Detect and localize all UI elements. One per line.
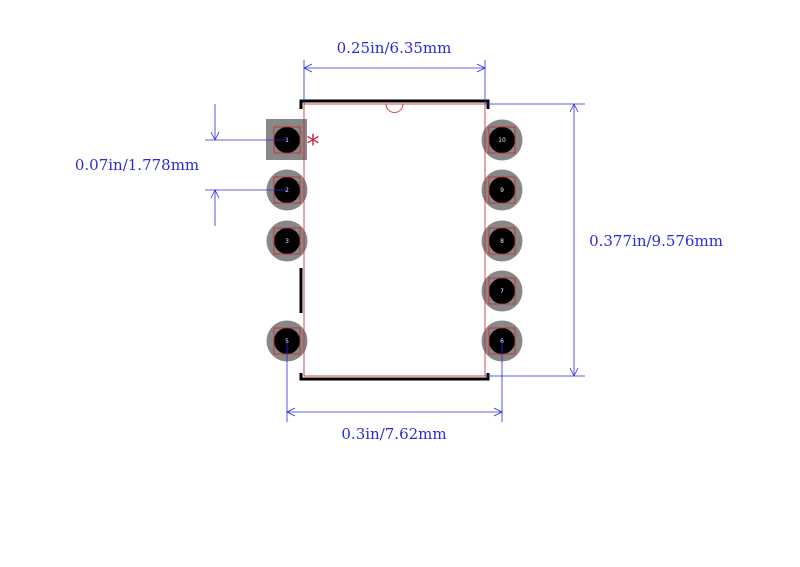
body-outline <box>303 103 486 377</box>
body-width-dimension <box>303 60 486 104</box>
pin1-notch <box>385 103 404 113</box>
pad-7-label: 7 <box>500 288 504 295</box>
pad-2-label: 2 <box>285 187 289 194</box>
pad-7: 7 <box>481 270 523 312</box>
silkscreen-outline <box>299 99 490 381</box>
pad-8-label: 8 <box>500 238 504 245</box>
pad-9: 9 <box>481 169 523 211</box>
pitch-dimension <box>205 104 287 226</box>
pad-10: 10 <box>481 119 523 161</box>
row-spacing-dimension <box>286 341 503 422</box>
pad-9-label: 9 <box>500 187 504 194</box>
pad-8: 8 <box>481 220 523 262</box>
pitch-label: 0.07in/1.778mm <box>75 156 199 174</box>
pad-10-label: 10 <box>498 137 506 144</box>
row-spacing-label: 0.3in/7.62mm <box>341 425 446 443</box>
pad-3: 3 <box>266 220 308 262</box>
pad-3-label: 3 <box>285 238 289 245</box>
pad-1: 1 <box>266 119 307 160</box>
body-length-label: 0.377in/9.576mm <box>589 232 723 250</box>
body-width-label: 0.25in/6.35mm <box>337 39 452 57</box>
pad-1-label: 1 <box>285 137 289 144</box>
pin1-marker: * <box>307 130 320 160</box>
